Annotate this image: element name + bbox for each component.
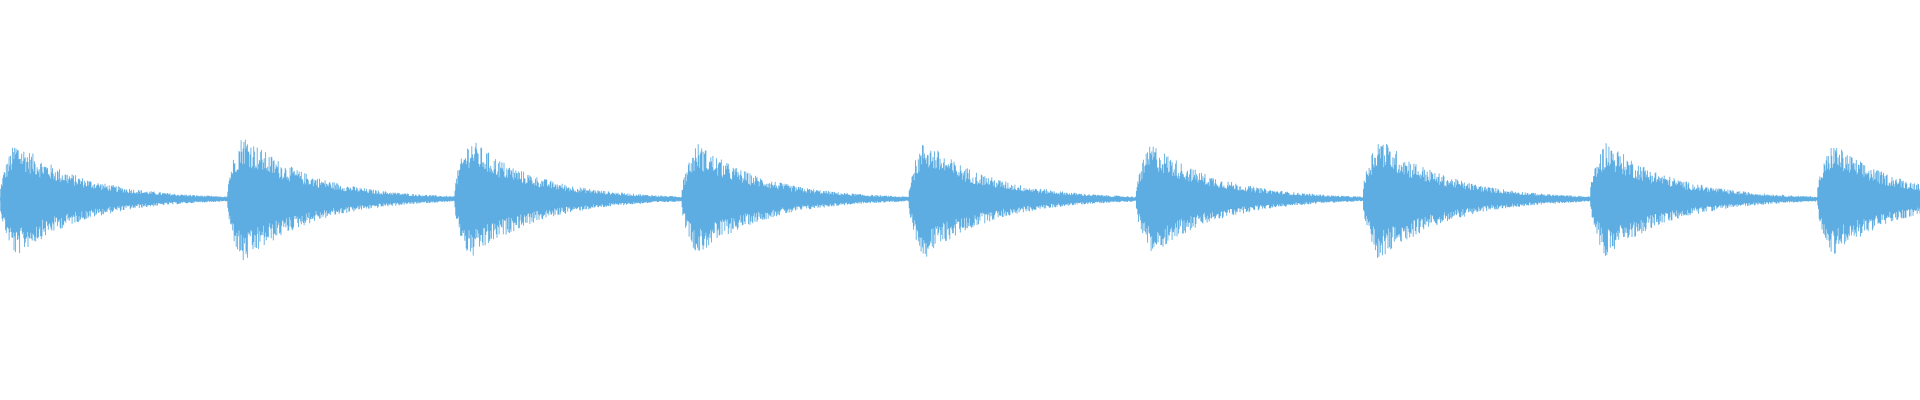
- waveform-envelope: [1817, 169, 1920, 229]
- waveform-envelope: [1589, 168, 1838, 230]
- waveform-envelope: [681, 169, 930, 229]
- waveform-envelope: [454, 166, 703, 232]
- waveform-envelope: [227, 164, 476, 234]
- waveform-envelope: [1135, 169, 1384, 229]
- waveform-envelope: [1362, 165, 1611, 233]
- waveform-bursts: [0, 139, 1920, 261]
- waveform-envelope: [0, 168, 248, 230]
- waveform-envelope: [908, 167, 1157, 231]
- waveform-burst: [1816, 147, 1920, 254]
- waveform-burst: [453, 142, 769, 256]
